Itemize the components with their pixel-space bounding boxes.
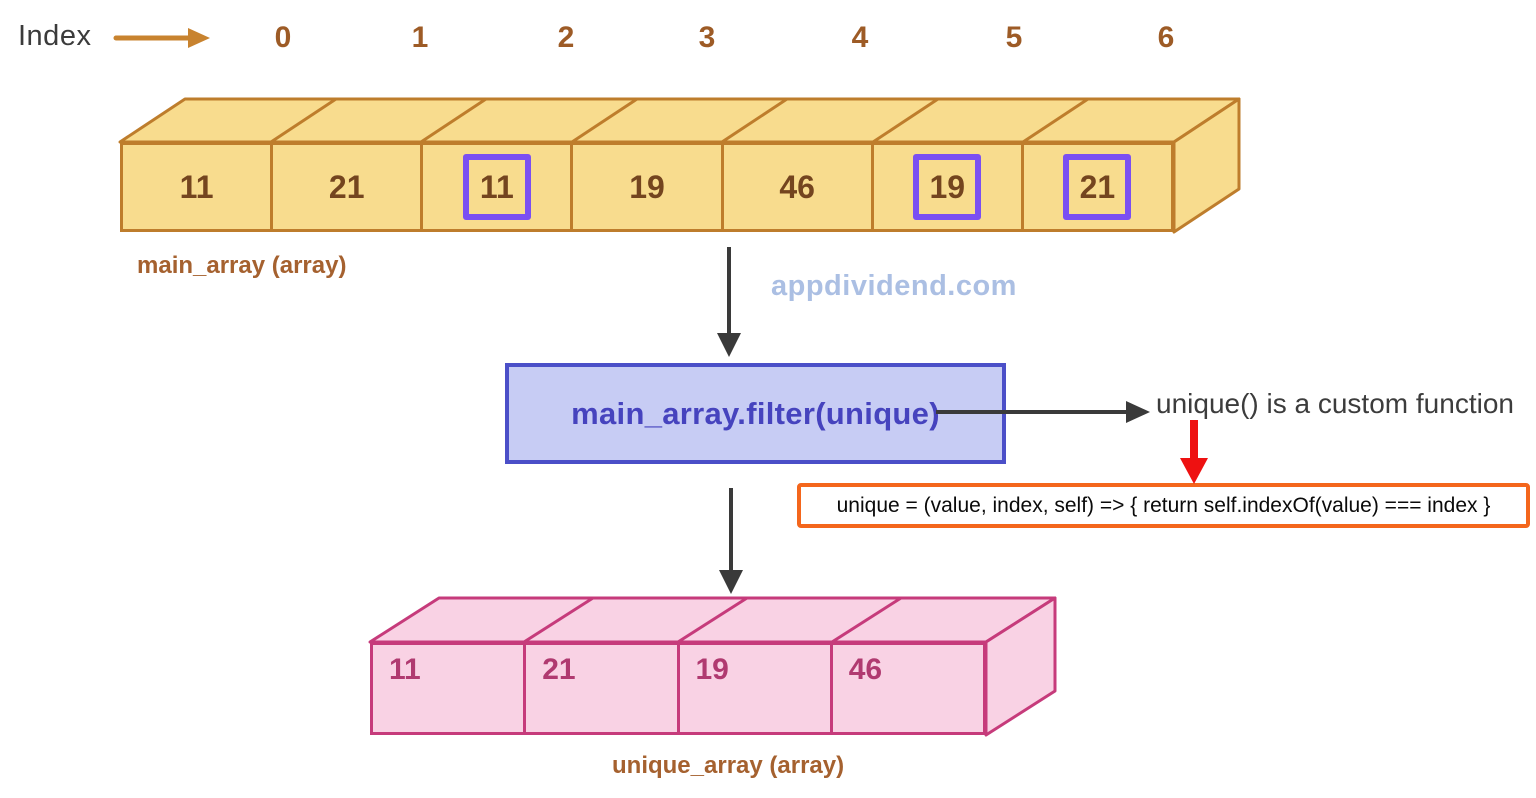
main-array-top-dividers [270, 97, 1089, 144]
code-box: unique = (value, index, self) => { retur… [797, 483, 1530, 528]
down-arrow-filter-to-unique-icon [719, 488, 743, 594]
cell-value-highlighted: 11 [462, 154, 531, 220]
unique-array-cell-0: 11 [373, 645, 523, 732]
main-array-cell-5: 19 [870, 145, 1021, 229]
main-array-cell-2: 11 [420, 145, 570, 229]
unique-array-label: unique_array (array) [612, 752, 845, 779]
index-number-3: 3 [698, 21, 716, 54]
main-array-label: main_array (array) [137, 252, 347, 279]
cell-value: 19 [629, 168, 665, 205]
index-arrow-icon [113, 28, 210, 48]
index-label: Index [18, 20, 92, 52]
main-array-cell-6: 21 [1020, 145, 1171, 229]
main-array-cell-4: 46 [720, 145, 871, 229]
index-number-5: 5 [1005, 21, 1023, 54]
index-number-6: 6 [1157, 21, 1175, 54]
unique-array: 11 21 19 46 [370, 642, 986, 735]
main-array-cell-0: 11 [123, 145, 270, 229]
cell-value: 11 [389, 653, 421, 686]
red-down-arrow-icon [1180, 420, 1208, 484]
code-box-text: unique = (value, index, self) => { retur… [836, 493, 1491, 517]
unique-array-right-face [984, 596, 1057, 737]
main-array-cell-1: 21 [270, 145, 420, 229]
index-number-1: 1 [411, 21, 429, 54]
index-number-2: 2 [557, 21, 575, 54]
unique-array-cell-1: 21 [523, 645, 676, 732]
unique-array-top-dividers [523, 596, 902, 644]
custom-function-note: unique() is a custom function [1156, 388, 1514, 419]
cell-value: 21 [328, 168, 365, 205]
down-arrow-main-to-filter-icon [717, 247, 741, 357]
index-number-0: 0 [274, 21, 292, 54]
cell-value-highlighted: 19 [913, 154, 982, 220]
unique-array-cell-3: 46 [829, 645, 983, 732]
watermark-text: appdividend.com [771, 270, 1017, 302]
main-array: 11 21 11 19 46 19 21 [120, 142, 1174, 232]
cell-value-highlighted: 21 [1063, 154, 1132, 220]
unique-array-top-face [368, 596, 1057, 644]
cell-value: 21 [542, 653, 576, 686]
filter-box: main_array.filter(unique) [505, 363, 1006, 464]
main-array-cell-3: 19 [570, 145, 720, 229]
unique-array-cell-2: 19 [676, 645, 830, 732]
cell-value: 19 [695, 653, 729, 686]
main-array-top-face [118, 97, 1241, 144]
cell-value: 46 [848, 653, 883, 686]
cell-value: 11 [179, 168, 214, 205]
index-number-4: 4 [851, 21, 869, 54]
main-array-right-face [1172, 97, 1241, 234]
filter-box-label: main_array.filter(unique) [571, 395, 940, 431]
cell-value: 46 [779, 168, 815, 205]
